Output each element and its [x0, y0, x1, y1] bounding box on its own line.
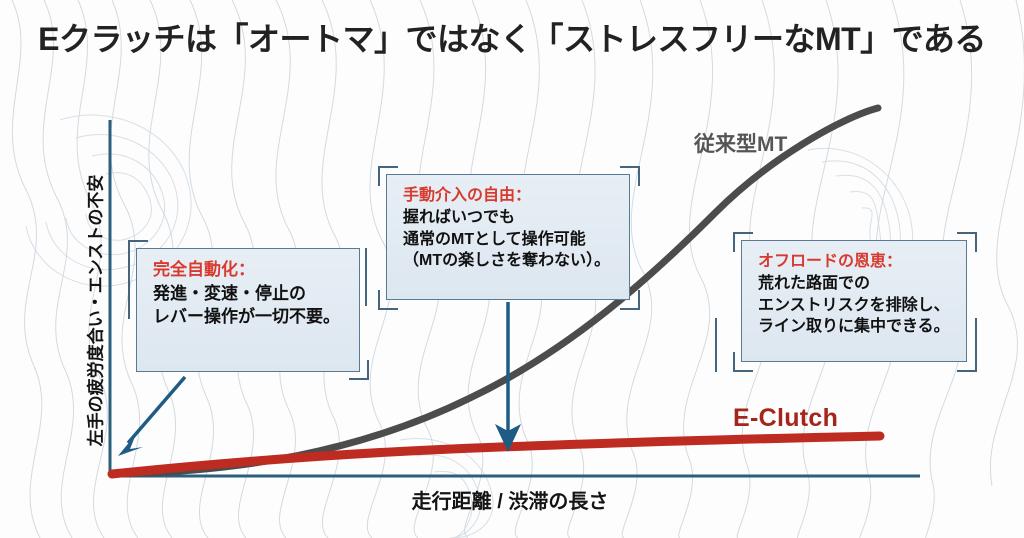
callout-offroad-benefit[interactable]: オフロードの恩恵： 荒れた路面での エンストリスクを排除し、 ライン取りに集中で… — [741, 240, 967, 362]
callout-left-line-1: 発進・変速・停止の — [153, 283, 306, 303]
callout-right-line-1: 荒れた路面での — [758, 275, 871, 293]
curve-label-eclutch: E-Clutch — [733, 404, 839, 432]
callout-left-heading: 完全自動化： — [153, 260, 255, 279]
callout-mid-line-1: 握ればいつでも — [403, 209, 516, 227]
callout-mid-line-3: （MTの楽しさを奪わない）。 — [403, 251, 611, 269]
callout-mid-line-2: 通常のMTとして操作可能 — [403, 230, 586, 248]
callout-right-heading: オフロードの恩恵： — [758, 253, 903, 270]
callout-manual-intervention[interactable]: 手動介入の自由： 握ればいつでも 通常のMTとして操作可能 （MTの楽しさを奪わ… — [386, 174, 630, 300]
curve-eclutch — [107, 431, 885, 479]
bracket-right-callout-outer-right-rail — [975, 318, 977, 372]
bracket-left-callout-left-rail — [128, 255, 130, 319]
page-title: Eクラッチは「オートマ」ではなく「ストレスフリーなMT」である — [38, 21, 986, 57]
callout-full-automation[interactable]: 完全自動化： 発進・変速・停止の レバー操作が一切不要。 — [136, 248, 360, 372]
x-axis-title: 走行距離 / 渋滞の長さ — [411, 491, 609, 513]
bracket-left-callout-right-rail — [365, 248, 367, 306]
bracket-right-callout-outer-left-rail — [715, 318, 717, 372]
callout-mid-heading: 手動介入の自由： — [403, 187, 532, 204]
arrow-left-callout-to-origin — [118, 375, 187, 456]
arrow-mid-callout-to-eclutch — [495, 302, 521, 452]
curve-label-conventional-mt: 従来型MT — [694, 133, 788, 156]
callout-left-line-2: レバー操作が一切不要。 — [153, 306, 340, 326]
callout-right-line-3: ライン取りに集中できる。 — [758, 318, 950, 336]
callout-right-line-2: エンストリスクを排除し、 — [758, 296, 950, 314]
y-axis-title: 左手の疲労度合い・エンストの不安 — [86, 174, 106, 447]
